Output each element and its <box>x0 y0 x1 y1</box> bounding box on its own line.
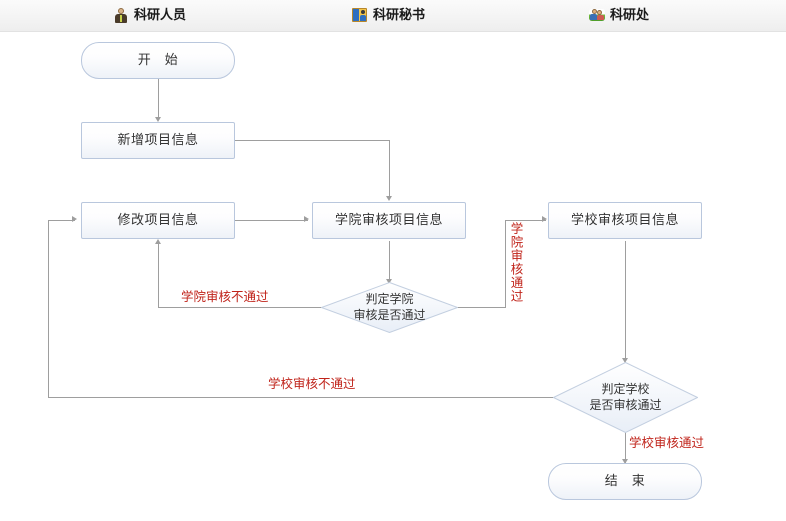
connector-school-to-decide-v <box>625 241 626 361</box>
role-secretary: 科研秘书 <box>352 5 425 25</box>
decide-college-line1: 判定学院 <box>365 291 414 306</box>
arrowhead-college-pass <box>542 216 547 222</box>
node-college-review[interactable]: 学院审核项目信息 <box>312 202 466 239</box>
decide-college-text: 判定学院 审核是否通过 <box>321 282 458 333</box>
node-modify-project[interactable]: 修改项目信息 <box>81 202 235 239</box>
arrowhead-add-to-college <box>386 196 392 201</box>
connector-modify-to-college <box>235 220 308 221</box>
node-decide-school[interactable]: 判定学校 是否审核通过 <box>553 362 698 433</box>
role-office-label: 科研处 <box>610 7 650 22</box>
connector-add-to-college-v <box>389 140 390 197</box>
arrowhead-start-to-add <box>155 117 161 122</box>
connector-college-pass-h1 <box>457 307 506 308</box>
role-researcher-label: 科研人员 <box>134 7 187 22</box>
role-office: 科研处 <box>589 5 649 25</box>
decide-school-line2: 是否审核通过 <box>589 397 662 412</box>
decide-school-line1: 判定学校 <box>601 381 650 396</box>
connector-college-reject-v <box>158 243 159 308</box>
decide-school-text: 判定学校 是否审核通过 <box>553 362 698 433</box>
arrowhead-college-reject <box>155 239 161 244</box>
connector-college-pass-v <box>505 220 506 308</box>
node-add-project[interactable]: 新增项目信息 <box>81 122 235 159</box>
connector-school-reject-h1 <box>48 397 554 398</box>
arrowhead-college-to-decide <box>386 279 392 284</box>
node-school-review[interactable]: 学校审核项目信息 <box>548 202 702 239</box>
connector-school-reject-v <box>48 220 49 398</box>
researcher-icon <box>113 7 129 23</box>
node-start[interactable]: 开 始 <box>81 42 235 79</box>
connector-college-reject-h <box>158 307 322 308</box>
connector-school-pass-v <box>625 432 626 463</box>
connector-college-to-decide-v <box>389 241 390 281</box>
connector-school-reject-h2 <box>48 220 75 221</box>
connector-college-pass-h2 <box>505 220 546 221</box>
edge-label-college-pass: 学院审核通过 <box>508 222 523 303</box>
arrowhead-school-pass <box>622 459 628 464</box>
arrowhead-modify-to-college <box>304 216 309 222</box>
arrowhead-school-to-decide <box>622 358 628 363</box>
role-header-band <box>0 0 786 32</box>
diamond-shape-icon <box>321 282 458 333</box>
edge-label-college-reject: 学院审核不通过 <box>181 290 269 304</box>
decide-college-line2: 审核是否通过 <box>353 307 426 322</box>
role-secretary-label: 科研秘书 <box>373 7 426 22</box>
node-end[interactable]: 结 束 <box>548 463 702 500</box>
edge-label-school-reject: 学校审核不通过 <box>268 377 356 391</box>
edge-label-school-pass: 学校审核通过 <box>629 436 705 450</box>
connector-add-to-college-h <box>235 140 390 141</box>
connector-start-to-add <box>158 79 159 119</box>
office-icon <box>589 7 605 23</box>
diamond-shape-icon <box>553 362 698 433</box>
node-decide-college[interactable]: 判定学院 审核是否通过 <box>321 282 458 333</box>
arrowhead-school-reject <box>72 216 77 222</box>
role-researcher: 科研人员 <box>113 5 186 25</box>
secretary-icon <box>352 7 368 23</box>
